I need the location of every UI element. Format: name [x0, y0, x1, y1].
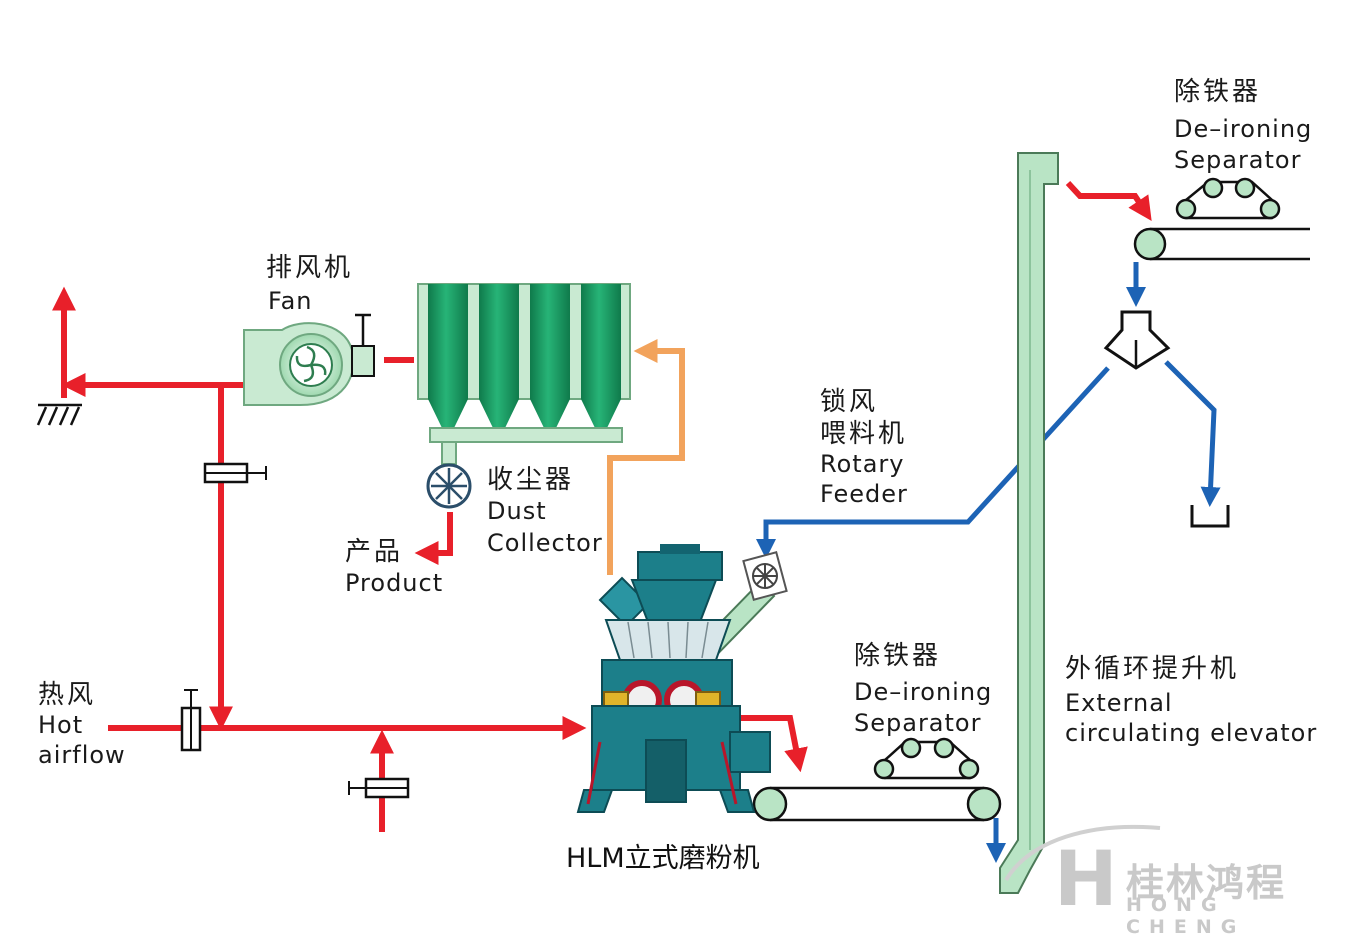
ground-icon — [36, 403, 82, 426]
product-label-en: Product — [345, 569, 444, 597]
logo-letter: H — [1054, 834, 1118, 920]
mill-discharge-line — [733, 715, 808, 773]
top-conveyor — [1133, 227, 1310, 261]
elevator-label-zh: 外循环提升机 — [1065, 654, 1240, 684]
rotary-feeder-label-zh-1: 锁风 — [820, 387, 879, 417]
mill-to-collector-line — [607, 339, 685, 575]
dust-collector-label-zh: 收尘器 — [487, 465, 575, 495]
dust-collector — [417, 283, 631, 465]
splitter-chute-icon — [1103, 310, 1171, 370]
elevator-label-en-2: circulating elevator — [1065, 719, 1318, 747]
iron-out-line — [1164, 360, 1221, 507]
damper-valve-icon — [203, 462, 267, 484]
product-label-zh: 产品 — [345, 537, 404, 567]
elevator-label-en-1: External — [1065, 689, 1173, 717]
dust-collector-label-en-2: Collector — [487, 529, 603, 557]
fan-label-zh: 排风机 — [266, 253, 354, 283]
logo-text-en: HONG CHENG — [1126, 894, 1246, 938]
top-deironing-label-en-1: De–ironing — [1174, 115, 1313, 143]
top-deironing-label-en-2: Separator — [1174, 146, 1302, 174]
rotary-feeder-label-en-1: Rotary — [820, 450, 905, 478]
logo-text-zh: 桂林鸿程 — [1126, 861, 1287, 905]
discharge-valve-icon — [426, 463, 472, 509]
bottom-deironing-separator-icon — [873, 737, 980, 780]
bottom-deironing-label-en-2: Separator — [854, 709, 982, 737]
fan-unit — [243, 313, 375, 406]
external-elevator — [999, 152, 1059, 894]
damper-valve-icon — [180, 689, 202, 752]
brand-logo: H — [1004, 824, 1161, 920]
hot-airflow-label-en-1: Hot — [38, 711, 84, 739]
impeller-icon — [295, 345, 327, 383]
mill-title: HLM立式磨粉机 — [566, 843, 760, 874]
hot-airflow-label-en-2: airflow — [38, 741, 126, 769]
product-line — [414, 512, 453, 565]
bottom-deironing-label-en-1: De–ironing — [854, 678, 993, 706]
bottom-conveyor — [752, 786, 1002, 822]
rotary-feeder-label-zh-2: 喂料机 — [820, 419, 908, 449]
bottom-deironing-label-zh: 除铁器 — [854, 641, 942, 671]
dust-collector-label-en-1: Dust — [487, 497, 547, 525]
rotary-feeder-icon — [752, 563, 778, 589]
hlm-vertical-mill — [576, 544, 771, 813]
rotary-feeder-label-en-2: Feeder — [820, 480, 908, 508]
hot-airflow-label-zh: 热风 — [38, 680, 97, 710]
feed-line — [756, 366, 1110, 560]
damper-valve-icon — [348, 777, 410, 799]
top-deironing-label-zh: 除铁器 — [1174, 77, 1262, 107]
fan-label-en: Fan — [268, 287, 313, 315]
top-deironing-separator-icon — [1175, 177, 1281, 220]
iron-bin-icon — [1190, 505, 1230, 528]
elevator-discharge-line — [1065, 180, 1152, 221]
